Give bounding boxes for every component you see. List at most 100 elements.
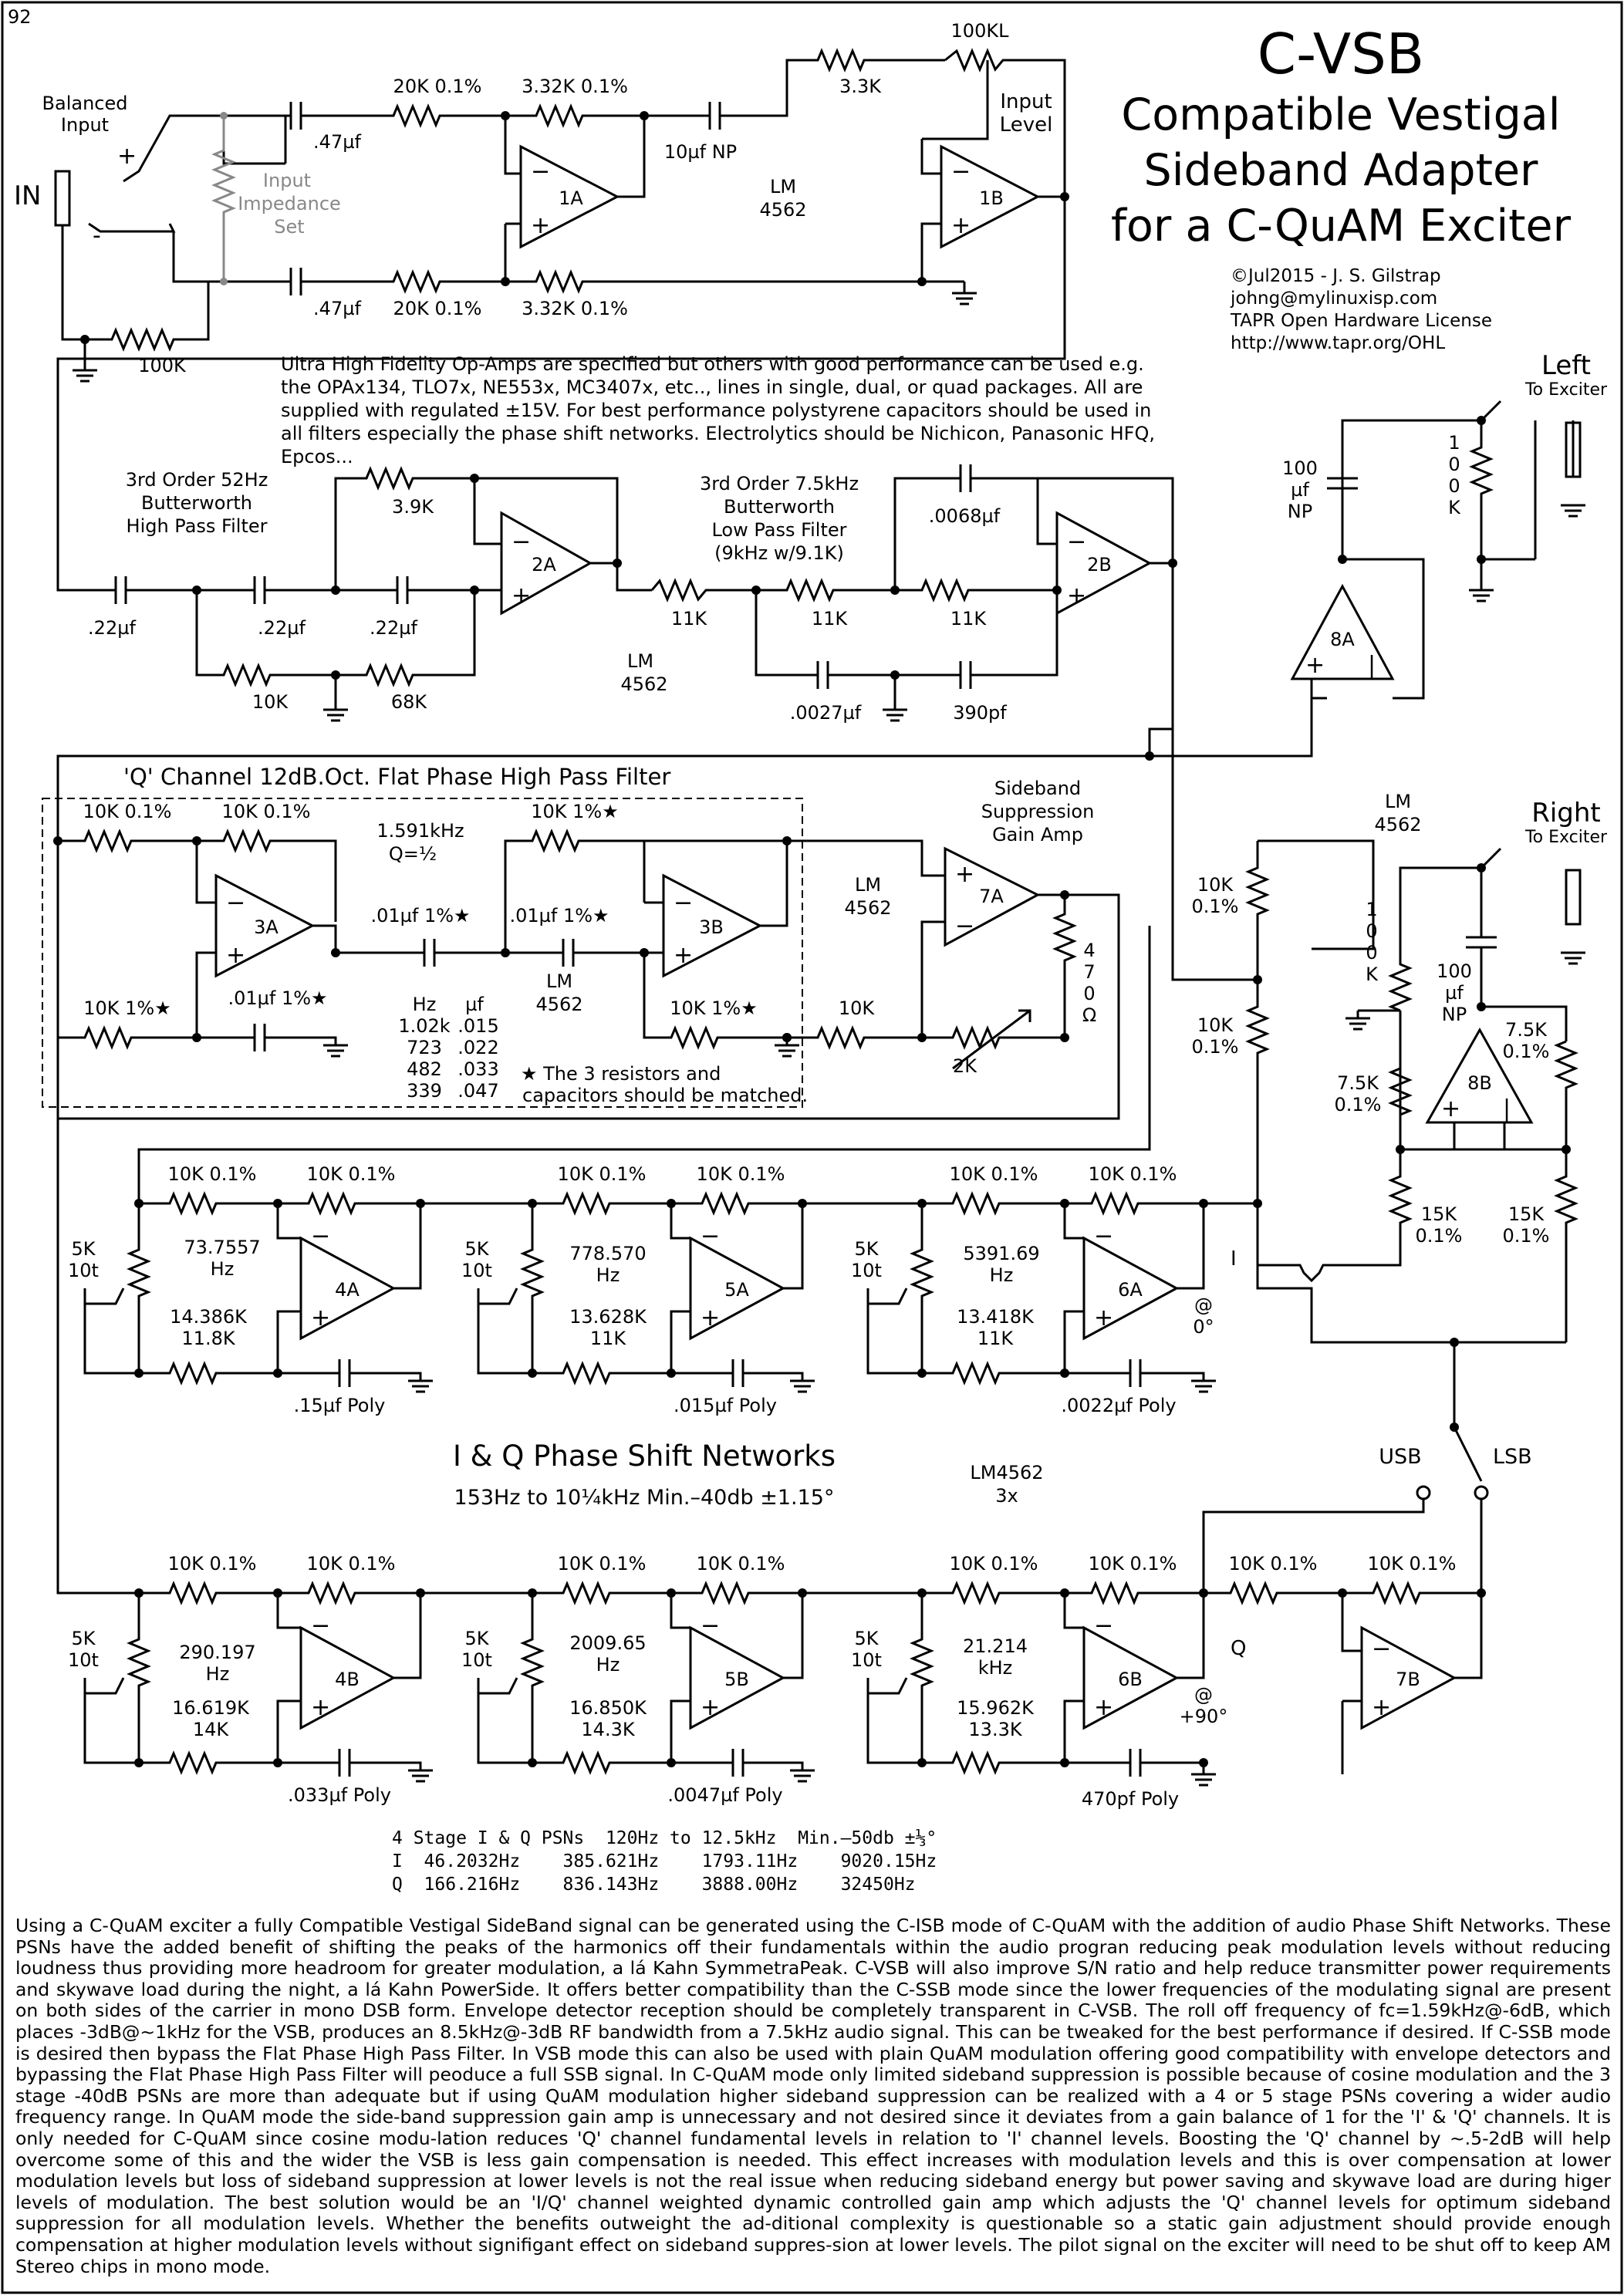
r332-top-label: 3.32K 0.1% bbox=[522, 76, 628, 97]
psn-lm-2: 3x bbox=[995, 1485, 1018, 1507]
s5a-c: .015µf Poly bbox=[674, 1395, 777, 1416]
minus-sign: - bbox=[93, 222, 101, 249]
lsb-label: LSB bbox=[1493, 1445, 1532, 1469]
psn4-table: 4 Stage I & Q PSNs 120Hz to 12.5kHz Min.… bbox=[392, 1828, 937, 1895]
r100k-r-2: 0 bbox=[1366, 920, 1377, 942]
qhpf-q: Q=½ bbox=[389, 843, 437, 865]
r75-a-2: 0.1% bbox=[1335, 1094, 1382, 1115]
r75-b-1: 7.5K bbox=[1505, 1019, 1548, 1041]
input-jack bbox=[54, 170, 71, 227]
cap-r-1: 100 bbox=[1437, 960, 1472, 982]
qhpf-lm-1: LM bbox=[546, 970, 572, 992]
svg-text:−: − bbox=[701, 1612, 720, 1639]
svg-text:−: − bbox=[955, 913, 974, 940]
usb-label: USB bbox=[1379, 1445, 1421, 1469]
psn-res-14: 10K 0.1% bbox=[1368, 1553, 1457, 1574]
s5a-u: 5A bbox=[724, 1279, 749, 1301]
plus-sign: + bbox=[117, 143, 137, 170]
svg-text:+: + bbox=[1067, 582, 1086, 609]
r100k-label: 100K bbox=[138, 355, 187, 376]
s4a-c: .15µf Poly bbox=[294, 1395, 386, 1416]
lpf-c0068-label: .0068µf bbox=[929, 505, 1001, 527]
r332-bottom-label: 3.32K 0.1% bbox=[522, 298, 628, 319]
svg-text:−: − bbox=[1372, 1635, 1391, 1662]
qhpf-c3-label: .01µf 1%★ bbox=[228, 987, 327, 1009]
lpf-u2b-label: 2B bbox=[1087, 554, 1112, 575]
lpf-title-2: Butterworth bbox=[724, 496, 835, 518]
s6a-u: 6A bbox=[1118, 1279, 1143, 1301]
hpf-title-2: Butterworth bbox=[141, 492, 252, 514]
qhpf-lm-2: 4562 bbox=[535, 994, 582, 1015]
i-phase-2: 0° bbox=[1193, 1316, 1214, 1338]
r15-a-1: 15K bbox=[1421, 1203, 1458, 1225]
psn-res-1: 10K 0.1% bbox=[168, 1163, 257, 1185]
right-jack bbox=[1565, 869, 1582, 926]
trim-6a: 5K bbox=[854, 1628, 879, 1649]
q-phase-2: +90° bbox=[1180, 1706, 1228, 1727]
cap-l-1: 100 bbox=[1282, 457, 1318, 479]
qhpf-table-r2c2: .022 bbox=[457, 1037, 498, 1058]
svg-text:−: − bbox=[1094, 1223, 1113, 1250]
svg-text:+: + bbox=[1094, 1304, 1113, 1331]
svg-text:−: − bbox=[1067, 528, 1086, 555]
hpf-r68-label: 68K bbox=[391, 691, 428, 713]
c47-top-label: .47µf bbox=[313, 131, 361, 153]
svg-text:+: + bbox=[226, 942, 245, 969]
s4a-f1: 73.7557 bbox=[184, 1237, 260, 1258]
gain-r10k: 10K bbox=[839, 997, 876, 1019]
svg-text:+: + bbox=[512, 582, 531, 609]
r10k-a-2: 0.1% bbox=[1192, 896, 1239, 917]
gain-u7a: 7A bbox=[979, 886, 1004, 907]
s6b-r1: 15.962K bbox=[957, 1697, 1035, 1719]
r10k-b-2: 0.1% bbox=[1192, 1036, 1239, 1058]
r75-b-2: 0.1% bbox=[1503, 1041, 1550, 1062]
psn-title: I & Q Phase Shift Networks bbox=[453, 1439, 836, 1473]
trim-5b: 10t bbox=[461, 1649, 492, 1671]
svg-text:−: − bbox=[512, 528, 531, 555]
r10k-a-1: 10K bbox=[1197, 874, 1234, 896]
cap-l-2: µf bbox=[1291, 479, 1309, 501]
impedance-label-2: Impedance bbox=[238, 193, 341, 214]
svg-text:−: − bbox=[311, 1612, 330, 1639]
svg-text:−: − bbox=[1094, 1612, 1113, 1639]
left-sub: To Exciter bbox=[1524, 380, 1608, 400]
s6b-u: 6B bbox=[1118, 1669, 1143, 1690]
opamp-polarity: −+ −+ −+ −+ −+ −+ +− −+ −+ −+ −+ −+ −+ −… bbox=[226, 158, 1511, 1721]
s4a-r1: 14.386K bbox=[170, 1306, 248, 1328]
s6b-f1: 21.214 bbox=[963, 1635, 1028, 1657]
s6a-c: .0022µf Poly bbox=[1061, 1395, 1176, 1416]
trim-1b: 10t bbox=[68, 1260, 99, 1281]
lpf-r3-label: 11K bbox=[950, 608, 988, 629]
qhpf-table-r2c1: 723 bbox=[407, 1037, 442, 1058]
r100k-l-4: K bbox=[1448, 497, 1461, 518]
psn-res-10: 10K 0.1% bbox=[697, 1553, 785, 1574]
qhpf-c2-label: .01µf 1%★ bbox=[509, 905, 609, 926]
psn-res-7: 10K 0.1% bbox=[168, 1553, 257, 1574]
svg-text:+: + bbox=[701, 1694, 720, 1721]
qhpf-r1-label: 10K 0.1% bbox=[83, 801, 172, 822]
psn-res-6: 10K 0.1% bbox=[1089, 1163, 1177, 1185]
psn-res-3: 10K 0.1% bbox=[558, 1163, 647, 1185]
left-label: Left bbox=[1541, 350, 1591, 381]
svg-text:−: − bbox=[311, 1223, 330, 1250]
qhpf-u3a: 3A bbox=[254, 916, 279, 938]
s6a-f1: 5391.69 bbox=[963, 1243, 1039, 1264]
lpf-r2-label: 11K bbox=[812, 608, 849, 629]
hpf-title-3: High Pass Filter bbox=[127, 515, 268, 537]
r15-b-1: 15K bbox=[1508, 1203, 1545, 1225]
psn-subtitle: 153Hz to 10¼kHz Min.–40db ±1.15° bbox=[454, 1486, 835, 1510]
svg-text:+: + bbox=[1094, 1694, 1113, 1721]
s5b-c: .0047µf Poly bbox=[667, 1784, 782, 1806]
balanced-label-1: Balanced bbox=[42, 93, 128, 114]
qhpf-dashed-box bbox=[42, 798, 803, 1108]
gain-title-2: Suppression bbox=[981, 801, 1095, 822]
psn-res-5: 10K 0.1% bbox=[950, 1163, 1038, 1185]
svg-text:|: | bbox=[1503, 1095, 1511, 1122]
qhpf-r3-label: 10K 1%★ bbox=[531, 801, 619, 822]
trim-5a: 5K bbox=[464, 1628, 489, 1649]
trim-4b: 10t bbox=[68, 1649, 99, 1671]
credit-copyright: ©Jul2015 - J. S. Gilstrap bbox=[1231, 266, 1441, 286]
s4b-u: 4B bbox=[335, 1669, 360, 1690]
qhpf-table-r3c1: 482 bbox=[407, 1058, 442, 1080]
svg-text:−: − bbox=[226, 889, 245, 916]
